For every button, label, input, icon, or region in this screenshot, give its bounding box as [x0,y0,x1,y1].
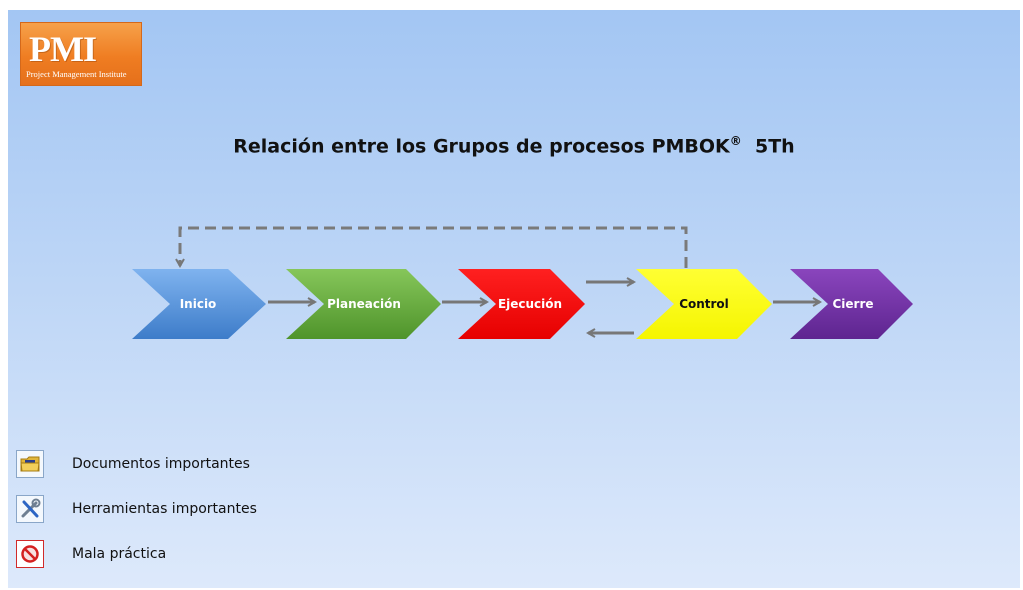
pmi-logo-mark: PMI [29,29,97,69]
slide: PMI Project Management Institute Relació… [8,10,1020,588]
legend-label-herramientas: Herramientas importantes [72,501,257,517]
legend-label-mala-practica: Mala práctica [72,546,167,562]
tools-icon [16,495,44,523]
prohibited-icon [16,540,44,568]
feedback-loop-connector [180,226,688,268]
pmi-logo-subtitle: Project Management Institute [26,69,127,79]
folder-icon [16,450,44,478]
process-cierre: Cierre [790,269,913,339]
process-inicio: Inicio [132,269,266,339]
legend-item-herramientas: Herramientas importantes [16,495,257,523]
title-suffix: 5Th [755,135,795,158]
process-planeacion: Planeación [286,269,441,339]
process-planeacion-label: Planeación [327,297,401,311]
process-ejecucion: Ejecución [458,269,585,339]
process-inicio-label: Inicio [180,297,217,311]
process-control: Control [636,269,772,339]
title-registered-mark: ® [729,134,742,148]
pmi-logo: PMI Project Management Institute [20,22,142,86]
process-flow-diagram: Inicio Planeación Ejecución Control Cier… [132,226,913,339]
process-control-label: Control [679,297,729,311]
legend-item-mala-practica: Mala práctica [16,540,166,568]
title-main: Relación entre los Grupos de procesos PM… [233,135,730,158]
process-cierre-label: Cierre [832,297,873,311]
page-title: Relación entre los Grupos de procesos PM… [8,134,1020,157]
process-ejecucion-label: Ejecución [498,297,562,311]
legend-item-documentos: Documentos importantes [16,450,250,478]
legend-label-documentos: Documentos importantes [72,456,250,472]
